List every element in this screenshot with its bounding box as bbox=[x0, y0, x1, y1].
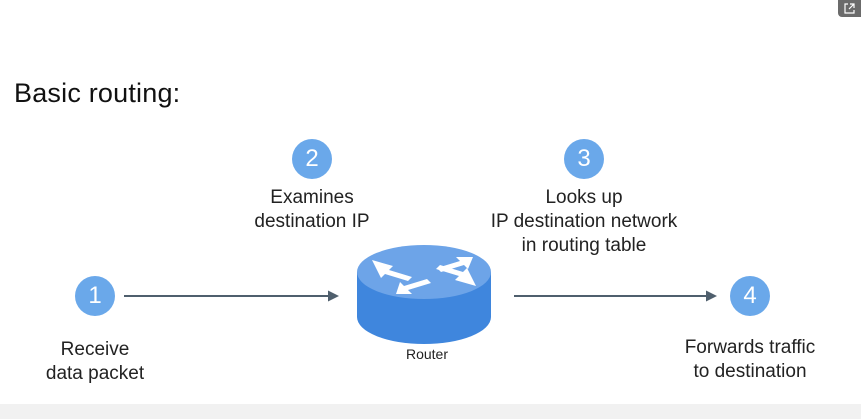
step-3-badge: 3 bbox=[564, 139, 604, 179]
bottom-strip bbox=[0, 404, 861, 419]
arrow-to-router bbox=[124, 290, 339, 302]
router-icon bbox=[357, 245, 491, 344]
page-title: Basic routing: bbox=[14, 78, 181, 108]
open-in-new-button[interactable] bbox=[838, 0, 861, 17]
step-4-badge: 4 bbox=[730, 276, 770, 316]
step-3-label: Looks up IP destination network in routi… bbox=[490, 187, 678, 256]
arrow-to-destination bbox=[514, 290, 717, 302]
router-label: Router bbox=[405, 346, 449, 362]
step-1-badge: 1 bbox=[75, 276, 115, 316]
step-2-badge: 2 bbox=[292, 139, 332, 179]
step-4-label: Forwards traffic to destination bbox=[684, 337, 816, 382]
open-in-new-icon bbox=[844, 3, 855, 14]
step-1-label: Receive data packet bbox=[45, 339, 145, 384]
step-2-label: Examines destination IP bbox=[254, 187, 370, 232]
